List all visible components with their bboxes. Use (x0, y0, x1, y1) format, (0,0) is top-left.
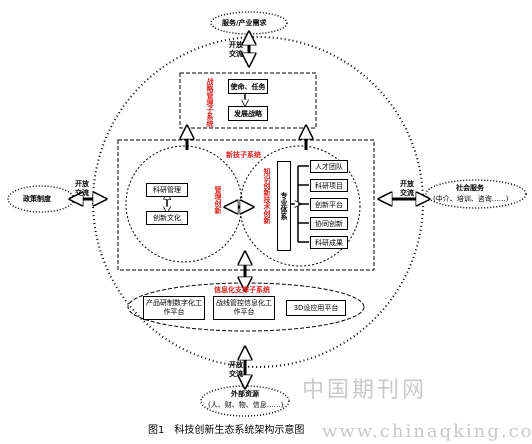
bottom-node-subtitle: (人、财、物、信息……) (208, 401, 284, 409)
innovation-label: 新技子系统 (226, 151, 261, 159)
watermark-url: www.chinaqking.com (322, 421, 532, 442)
right-node-title: 社会服务 (456, 184, 484, 192)
innovation-left-circle (125, 145, 243, 263)
figure-caption: 图1 科技创新生态系统架构示意图 (148, 425, 305, 436)
right-item-talent-team: 人才团队 (310, 160, 348, 173)
exchange-label-left: 开放交流 (75, 180, 89, 197)
top-node-label: 服务/产业需求 (222, 19, 267, 27)
watermark-cn: 中国期刊网 (302, 378, 428, 403)
info-item-control-platform: 战线管控信息化工作平台 (213, 296, 275, 320)
left-item-research-management: 科研管理 (146, 183, 188, 197)
right-item-research-results: 科研成果 (310, 236, 348, 249)
management-innovation-label: 管理创新 (214, 186, 222, 214)
left-node-label: 政策制度 (23, 195, 51, 203)
info-item-3d-platform: 3D设应用平台 (286, 300, 346, 316)
strategy-box-strategy: 发展战略 (228, 106, 268, 121)
strategy-label: 战略管理子系统 (206, 78, 214, 127)
info-item-digital-platform: 产品研制数字化工作平台 (143, 296, 205, 320)
top-node-ellipse (210, 11, 288, 35)
info-label: 信息化支撑子系统 (214, 286, 270, 294)
bottom-node-title: 外部资源 (231, 390, 259, 398)
right-node-subtitle: (中介、培训、咨询……) (433, 195, 509, 203)
right-item-collaborative-innovation: 协同创新 (310, 217, 348, 230)
exchange-label-bottom: 开放交流 (229, 361, 243, 378)
pro-system-box: 专业体系 (277, 161, 291, 251)
knowledge-tech-innovation-label: 知识创新技术创新 (263, 168, 271, 224)
left-item-innovation-culture: 创新文化 (146, 211, 188, 225)
strategy-frame (179, 72, 317, 129)
exchange-label-right: 开放交流 (400, 180, 414, 197)
right-item-research-project: 科研项目 (310, 179, 348, 192)
strategy-box-mission: 使命、任务 (228, 79, 268, 94)
exchange-label-top: 开放交流 (229, 41, 243, 58)
right-item-innovation-platform: 创新平台 (310, 198, 348, 211)
